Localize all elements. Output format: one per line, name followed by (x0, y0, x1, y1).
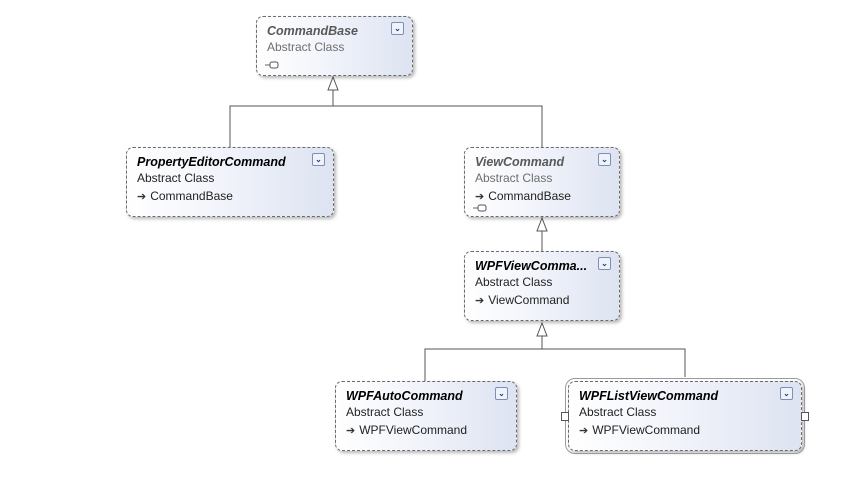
double-chevron-down-icon[interactable]: ⌄ (312, 153, 325, 166)
inheritance-arrow-wpfview (536, 321, 548, 337)
interface-lollipop-icon (473, 204, 487, 212)
class-kind: Abstract Class (475, 275, 553, 289)
inheritance-arrow-commandbase (327, 75, 339, 91)
double-chevron-down-icon[interactable]: ⌄ (495, 387, 508, 400)
class-title: WPFListViewCommand (579, 389, 719, 403)
base-class-line: ➔ WPFViewCommand (346, 423, 467, 437)
class-title: CommandBase (267, 24, 358, 38)
connector-viewcommand-to-commandbase (332, 90, 543, 147)
inherits-arrow-icon: ➔ (475, 294, 485, 307)
class-kind: Abstract Class (137, 171, 215, 185)
double-chevron-down-icon[interactable]: ⌄ (780, 387, 793, 400)
class-shape-view-command[interactable]: ViewCommand Abstract Class ➔ CommandBase… (464, 147, 620, 217)
class-title: WPFViewComma... (475, 259, 588, 273)
base-class-line: ➔ WPFViewCommand (579, 423, 700, 437)
class-shape-wpf-auto-command[interactable]: WPFAutoCommand Abstract Class ➔ WPFViewC… (335, 381, 517, 451)
class-shape-property-editor-command[interactable]: PropertyEditorCommand Abstract Class ➔ C… (126, 147, 334, 217)
interface-lollipop-icon (265, 61, 279, 69)
double-chevron-down-icon[interactable]: ⌄ (598, 257, 611, 270)
inherits-arrow-icon: ➔ (346, 424, 356, 437)
base-class-name: CommandBase (488, 189, 571, 203)
class-kind: Abstract Class (579, 405, 657, 419)
class-title: PropertyEditorCommand (137, 155, 286, 169)
connector-wpflistview-to-wpfview (541, 336, 686, 377)
double-chevron-down-icon[interactable]: ⌄ (391, 22, 404, 35)
class-shape-wpf-view-command[interactable]: WPFViewComma... Abstract Class ➔ ViewCom… (464, 251, 620, 321)
base-class-name: CommandBase (150, 189, 233, 203)
class-title: WPFAutoCommand (346, 389, 463, 403)
connector-propertyeditor-to-commandbase (229, 105, 333, 147)
connector-wpfauto-to-wpfview (424, 348, 542, 381)
inherits-arrow-icon: ➔ (475, 190, 485, 203)
base-class-line: ➔ CommandBase (475, 189, 571, 203)
inherits-arrow-icon: ➔ (137, 190, 147, 203)
inherits-arrow-icon: ➔ (579, 424, 589, 437)
class-shape-wpf-list-view-command[interactable]: WPFListViewCommand Abstract Class ➔ WPFV… (561, 378, 809, 454)
class-kind: Abstract Class (267, 40, 345, 54)
class-shape-command-base[interactable]: CommandBase Abstract Class ⌄ (256, 16, 413, 76)
base-class-name: WPFViewCommand (592, 423, 701, 437)
resize-handle-right[interactable] (801, 412, 809, 421)
class-title: ViewCommand (475, 155, 565, 169)
base-class-line: ➔ CommandBase (137, 189, 233, 203)
resize-handle-left[interactable] (561, 412, 569, 421)
class-kind: Abstract Class (475, 171, 553, 185)
base-class-name: WPFViewCommand (359, 423, 468, 437)
class-kind: Abstract Class (346, 405, 424, 419)
inheritance-arrow-viewcommand (536, 216, 548, 232)
base-class-name: ViewCommand (488, 293, 570, 307)
base-class-line: ➔ ViewCommand (475, 293, 569, 307)
double-chevron-down-icon[interactable]: ⌄ (598, 153, 611, 166)
